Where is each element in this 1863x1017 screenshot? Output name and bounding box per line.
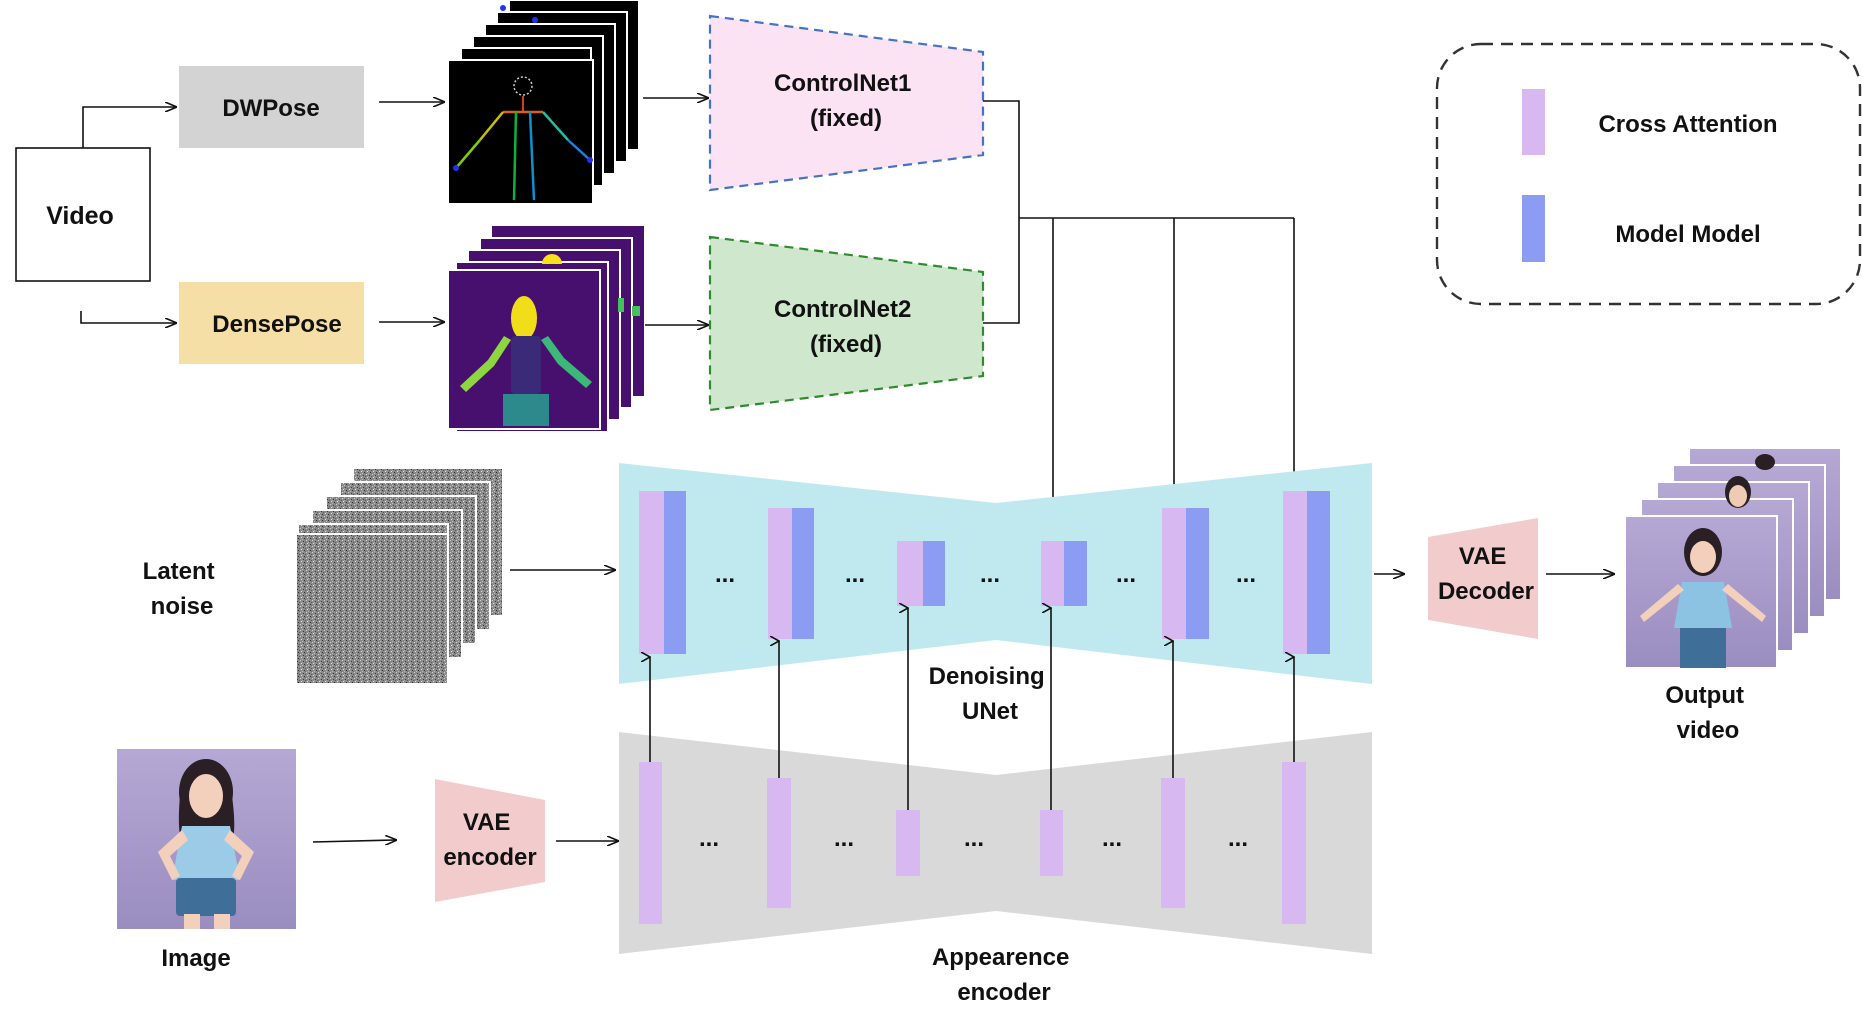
appearance-encoder-label-line2: encoder [957, 979, 1050, 1006]
legend-cross-attention-swatch [1522, 89, 1545, 155]
output-video-label-line1: Output [1665, 682, 1744, 709]
unet-ellipsis-4: ... [1116, 561, 1136, 588]
appearance-ellipsis-2: ... [834, 825, 854, 852]
output-video-label: Output video [1665, 682, 1750, 744]
vae-decoder-label-line1: VAE [1459, 543, 1507, 570]
legend-cross-attention-label: Cross Attention [1598, 111, 1777, 138]
controlnet2-label-line2: (fixed) [810, 331, 882, 358]
unet-block-4 [1041, 541, 1087, 606]
appearance-block-2 [767, 778, 791, 908]
unet-block-6 [1283, 491, 1330, 654]
legend-model-label: Model Model [1615, 221, 1760, 248]
unet-block-1 [639, 491, 686, 654]
dwpose-box [179, 66, 364, 148]
output-frames-stack [1624, 447, 1842, 669]
appearance-block-6 [1282, 762, 1306, 924]
controlnet-merge-lines [983, 100, 1294, 324]
densepose-box [179, 282, 364, 364]
vae-decoder-label-line2: Decoder [1438, 578, 1534, 605]
denoising-unet-label: Denoising UNet [929, 663, 1052, 725]
densepose-frames-stack [447, 226, 644, 433]
video-to-densepose-arrow [80, 311, 176, 323]
denoising-unet-label-line2: UNet [962, 698, 1018, 725]
densepose-label: DensePose [212, 311, 341, 338]
vae-decoder-label: VAE Decoder [1438, 543, 1534, 605]
vae-encoder-shape [435, 779, 545, 902]
unet-ellipsis-2: ... [845, 561, 865, 588]
controlnet2-label-line1: ControlNet2 [774, 296, 911, 323]
controlnet1-shape [708, 14, 985, 192]
appearance-ellipsis-3: ... [964, 825, 984, 852]
vae-decoder-shape [1428, 518, 1538, 639]
controlnet1-label-line1: ControlNet1 [774, 70, 911, 97]
vae-encoder-label-line2: encoder [443, 844, 536, 871]
controlnet1-label: ControlNet1 (fixed) [774, 70, 918, 132]
appearance-block-4 [1040, 810, 1063, 876]
vae-encoder-label: VAE encoder [443, 809, 536, 871]
latent-noise-label: Latent noise [143, 558, 222, 620]
image-label: Image [161, 945, 230, 972]
pose-frames-stack [447, 0, 640, 205]
appearance-block-5 [1161, 778, 1185, 908]
video-to-dwpose-arrow [82, 107, 176, 148]
unet-block-2 [768, 508, 814, 639]
denoising-unet-label-line1: Denoising [929, 663, 1045, 690]
appearance-encoder-shape [619, 732, 1372, 954]
unet-ellipsis-5: ... [1236, 561, 1256, 588]
latent-noise-label-line2: noise [151, 593, 214, 620]
noise-frames-stack [295, 467, 504, 685]
controlnet2-shape [708, 235, 985, 412]
controlnet2-label: ControlNet2 (fixed) [774, 296, 918, 358]
image-to-encoder-arrow [312, 840, 396, 842]
reference-image [117, 749, 296, 929]
controlnet1-label-line2: (fixed) [810, 105, 882, 132]
appearance-encoder-label: Appearence encoder [932, 944, 1076, 1006]
legend-model-swatch [1522, 195, 1545, 262]
unet-block-5 [1162, 508, 1209, 639]
unet-block-3 [897, 541, 945, 606]
appearance-ellipsis-4: ... [1102, 825, 1122, 852]
appearance-ellipsis-1: ... [699, 825, 719, 852]
unet-ellipsis-1: ... [715, 561, 735, 588]
vae-encoder-label-line1: VAE [463, 809, 511, 836]
legend-box [1435, 42, 1862, 306]
appearance-encoder-label-line1: Appearence [932, 944, 1069, 971]
video-label: Video [46, 202, 114, 230]
latent-noise-label-line1: Latent [143, 558, 215, 585]
unet-ellipsis-3: ... [980, 561, 1000, 588]
appearance-block-1 [639, 762, 662, 924]
appearance-block-3 [896, 810, 920, 876]
output-video-label-line2: video [1677, 717, 1740, 744]
dwpose-label: DWPose [222, 95, 319, 122]
video-box [15, 147, 151, 282]
appearance-ellipsis-5: ... [1228, 825, 1248, 852]
